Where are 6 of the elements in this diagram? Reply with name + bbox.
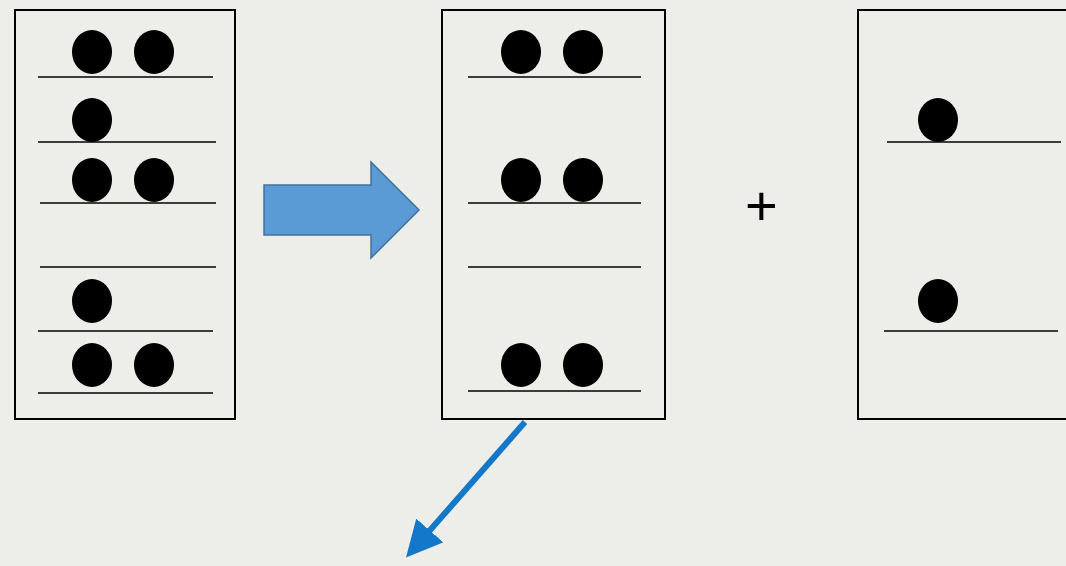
arrow (406, 420, 528, 558)
panel-box (857, 9, 1066, 420)
panel-box (441, 9, 666, 420)
plus-sign: + (745, 178, 778, 234)
panel-box (14, 9, 236, 420)
block-arrow (263, 160, 421, 260)
